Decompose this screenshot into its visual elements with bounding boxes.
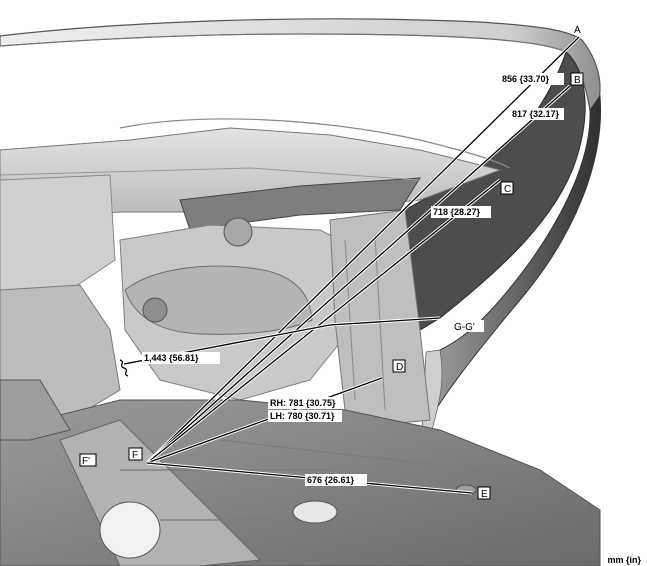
dim-b-f: 817 {32.17} xyxy=(512,109,560,119)
section-g-label: G-G' xyxy=(454,322,475,333)
unit-label: mm {in} xyxy=(607,555,641,565)
dim-d-f-lh: LH: 780 {30.71} xyxy=(270,411,335,421)
left-upper-panel xyxy=(0,174,116,301)
dim-a-f: 856 {33.70} xyxy=(502,74,550,84)
point-labels: A B C D E F F' G-G' xyxy=(79,25,584,500)
point-f-label: F xyxy=(132,450,138,461)
wheelhouse-bracket xyxy=(124,265,313,335)
point-f-prime-label: F' xyxy=(82,456,90,467)
strut-hole xyxy=(223,217,253,247)
point-c-label: C xyxy=(504,184,511,195)
leader-c-f xyxy=(146,179,501,464)
floor-spare-well xyxy=(99,501,161,559)
point-d-label: D xyxy=(396,362,403,373)
roof-rail-edge xyxy=(0,33,567,53)
dim-e-f: 676 {26.61} xyxy=(307,475,355,485)
wheelhouse-hole xyxy=(142,297,168,323)
leader-a-f xyxy=(146,36,580,464)
dimension-labels: 856 {33.70} 817 {32.17} 718 {28.27} 1,44… xyxy=(142,73,564,486)
floor-drain xyxy=(292,500,338,524)
dim-g-span: 1,443 {56.81} xyxy=(144,353,199,363)
leader-g-g xyxy=(123,317,441,365)
tray-rear-lip xyxy=(0,167,421,181)
leader-lines xyxy=(119,35,581,495)
dim-c-f: 718 {28.27} xyxy=(433,207,481,217)
point-a-label: A xyxy=(574,25,581,36)
point-e-label: E xyxy=(481,489,488,500)
tray-top-edge xyxy=(119,118,511,169)
break-mark xyxy=(119,359,129,377)
point-b-label: B xyxy=(574,75,581,86)
leader-b-f xyxy=(146,85,571,464)
leader-d-f xyxy=(146,377,383,464)
left-sill xyxy=(0,379,71,441)
vehicle-body-illustration xyxy=(0,18,602,566)
roof-rail xyxy=(0,18,601,112)
dim-d-f-rh: RH: 781 {30.75} xyxy=(270,398,336,408)
